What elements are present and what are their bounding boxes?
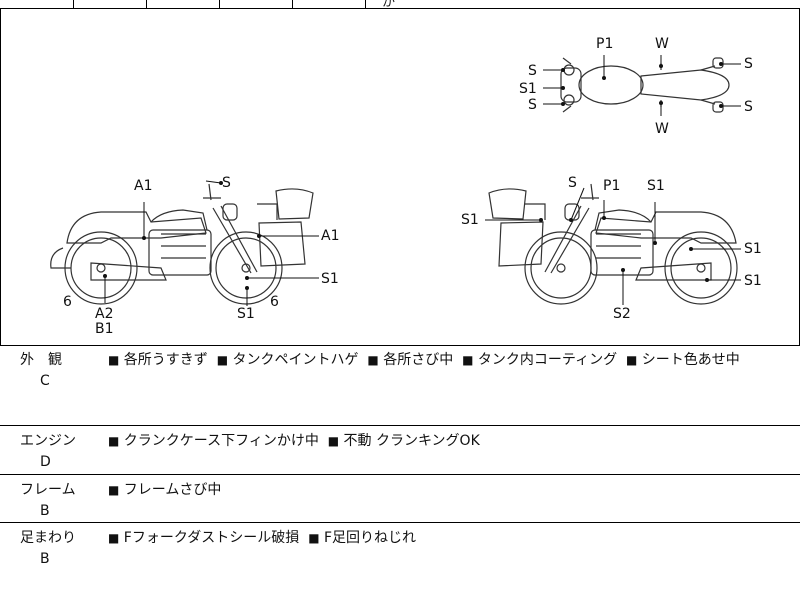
black-square-icon: ■ — [108, 434, 120, 448]
note: タンク内コーティング — [477, 352, 618, 368]
left-label: S1 — [321, 271, 339, 287]
top-label: S — [528, 97, 537, 113]
left-label: A1 — [321, 228, 339, 244]
note: フレームさび中 — [123, 482, 222, 498]
row-grade: B — [40, 503, 50, 519]
left-label: 6 — [63, 294, 72, 310]
note: F足回りねじれ — [324, 530, 417, 546]
black-square-icon: ■ — [625, 353, 638, 367]
row-grade: D — [40, 454, 51, 470]
note: 不動 クランキングOK — [343, 433, 480, 449]
top-cell — [73, 0, 147, 8]
right-label: S1 — [461, 212, 479, 228]
black-square-icon: ■ — [216, 353, 229, 367]
row-category: エンジン — [20, 433, 76, 449]
row-notes: ■ Fフォークダストシール破損 ■ F足回りねじれ — [108, 527, 416, 547]
row-category: 足まわり — [20, 530, 76, 546]
right-label: S1 — [744, 273, 762, 289]
note: 各所うすきず — [123, 352, 208, 368]
left-label: S — [222, 175, 231, 191]
black-square-icon: ■ — [308, 531, 320, 545]
left-label: S1 — [237, 306, 255, 322]
top-label: W — [655, 121, 669, 137]
row-exterior: 外 観 C ■ 各所うすきず ■ タンクペイントハゲ ■ 各所さび中 ■ タンク… — [0, 345, 800, 426]
black-square-icon: ■ — [108, 483, 120, 497]
row-suspension: 足まわり B ■ Fフォークダストシール破損 ■ F足回りねじれ — [0, 523, 800, 600]
row-grade: B — [40, 551, 50, 567]
note: シート色あせ中 — [641, 352, 740, 368]
row-category: 外 観 — [20, 352, 62, 368]
motorcycle-right-view — [488, 183, 738, 305]
note: Fフォークダストシール破損 — [123, 530, 300, 546]
black-square-icon: ■ — [462, 353, 474, 367]
black-square-icon: ■ — [108, 353, 120, 367]
left-label: 6 — [270, 294, 279, 310]
top-label: P1 — [596, 36, 613, 52]
right-label: S1 — [647, 178, 665, 194]
top-cell — [0, 0, 74, 8]
right-label: P1 — [603, 178, 620, 194]
top-label: S — [744, 56, 753, 72]
top-label: S1 — [519, 81, 537, 97]
row-engine: エンジン D ■ クランクケース下フィンかけ中 ■ 不動 クランキングOK — [0, 426, 800, 475]
left-label: B1 — [95, 321, 114, 337]
note: 各所さび中 — [383, 352, 454, 368]
black-square-icon: ■ — [108, 531, 120, 545]
note: タンクペイントハゲ — [232, 352, 359, 368]
row-notes: ■ フレームさび中 — [108, 479, 221, 499]
damage-diagram-panel: P1 W S S1 S S S W — [0, 8, 800, 346]
right-label: S1 — [744, 241, 762, 257]
top-partial-text: か — [382, 0, 396, 10]
left-label: A2 — [95, 306, 113, 322]
top-cell — [146, 0, 220, 8]
row-category: フレーム — [20, 482, 76, 498]
row-frame: フレーム B ■ フレームさび中 — [0, 475, 800, 523]
black-square-icon: ■ — [327, 434, 340, 448]
left-label: A1 — [134, 178, 152, 194]
black-square-icon: ■ — [367, 353, 379, 367]
top-strip: か — [0, 0, 800, 10]
row-notes: ■ 各所うすきず ■ タンクペイントハゲ ■ 各所さび中 ■ タンク内コーティン… — [108, 349, 740, 369]
motorcycle-top-view — [560, 57, 730, 113]
top-label: S — [528, 63, 537, 79]
row-notes: ■ クランクケース下フィンかけ中 ■ 不動 クランキングOK — [108, 430, 480, 450]
top-cell — [219, 0, 293, 8]
row-grade: C — [40, 373, 50, 389]
top-label: W — [655, 36, 669, 52]
motorcycle-left-view — [50, 183, 314, 305]
top-cell — [292, 0, 366, 8]
right-label: S2 — [613, 306, 631, 322]
note: クランクケース下フィンかけ中 — [123, 433, 319, 449]
right-label: S — [568, 175, 577, 191]
top-label: S — [744, 99, 753, 115]
